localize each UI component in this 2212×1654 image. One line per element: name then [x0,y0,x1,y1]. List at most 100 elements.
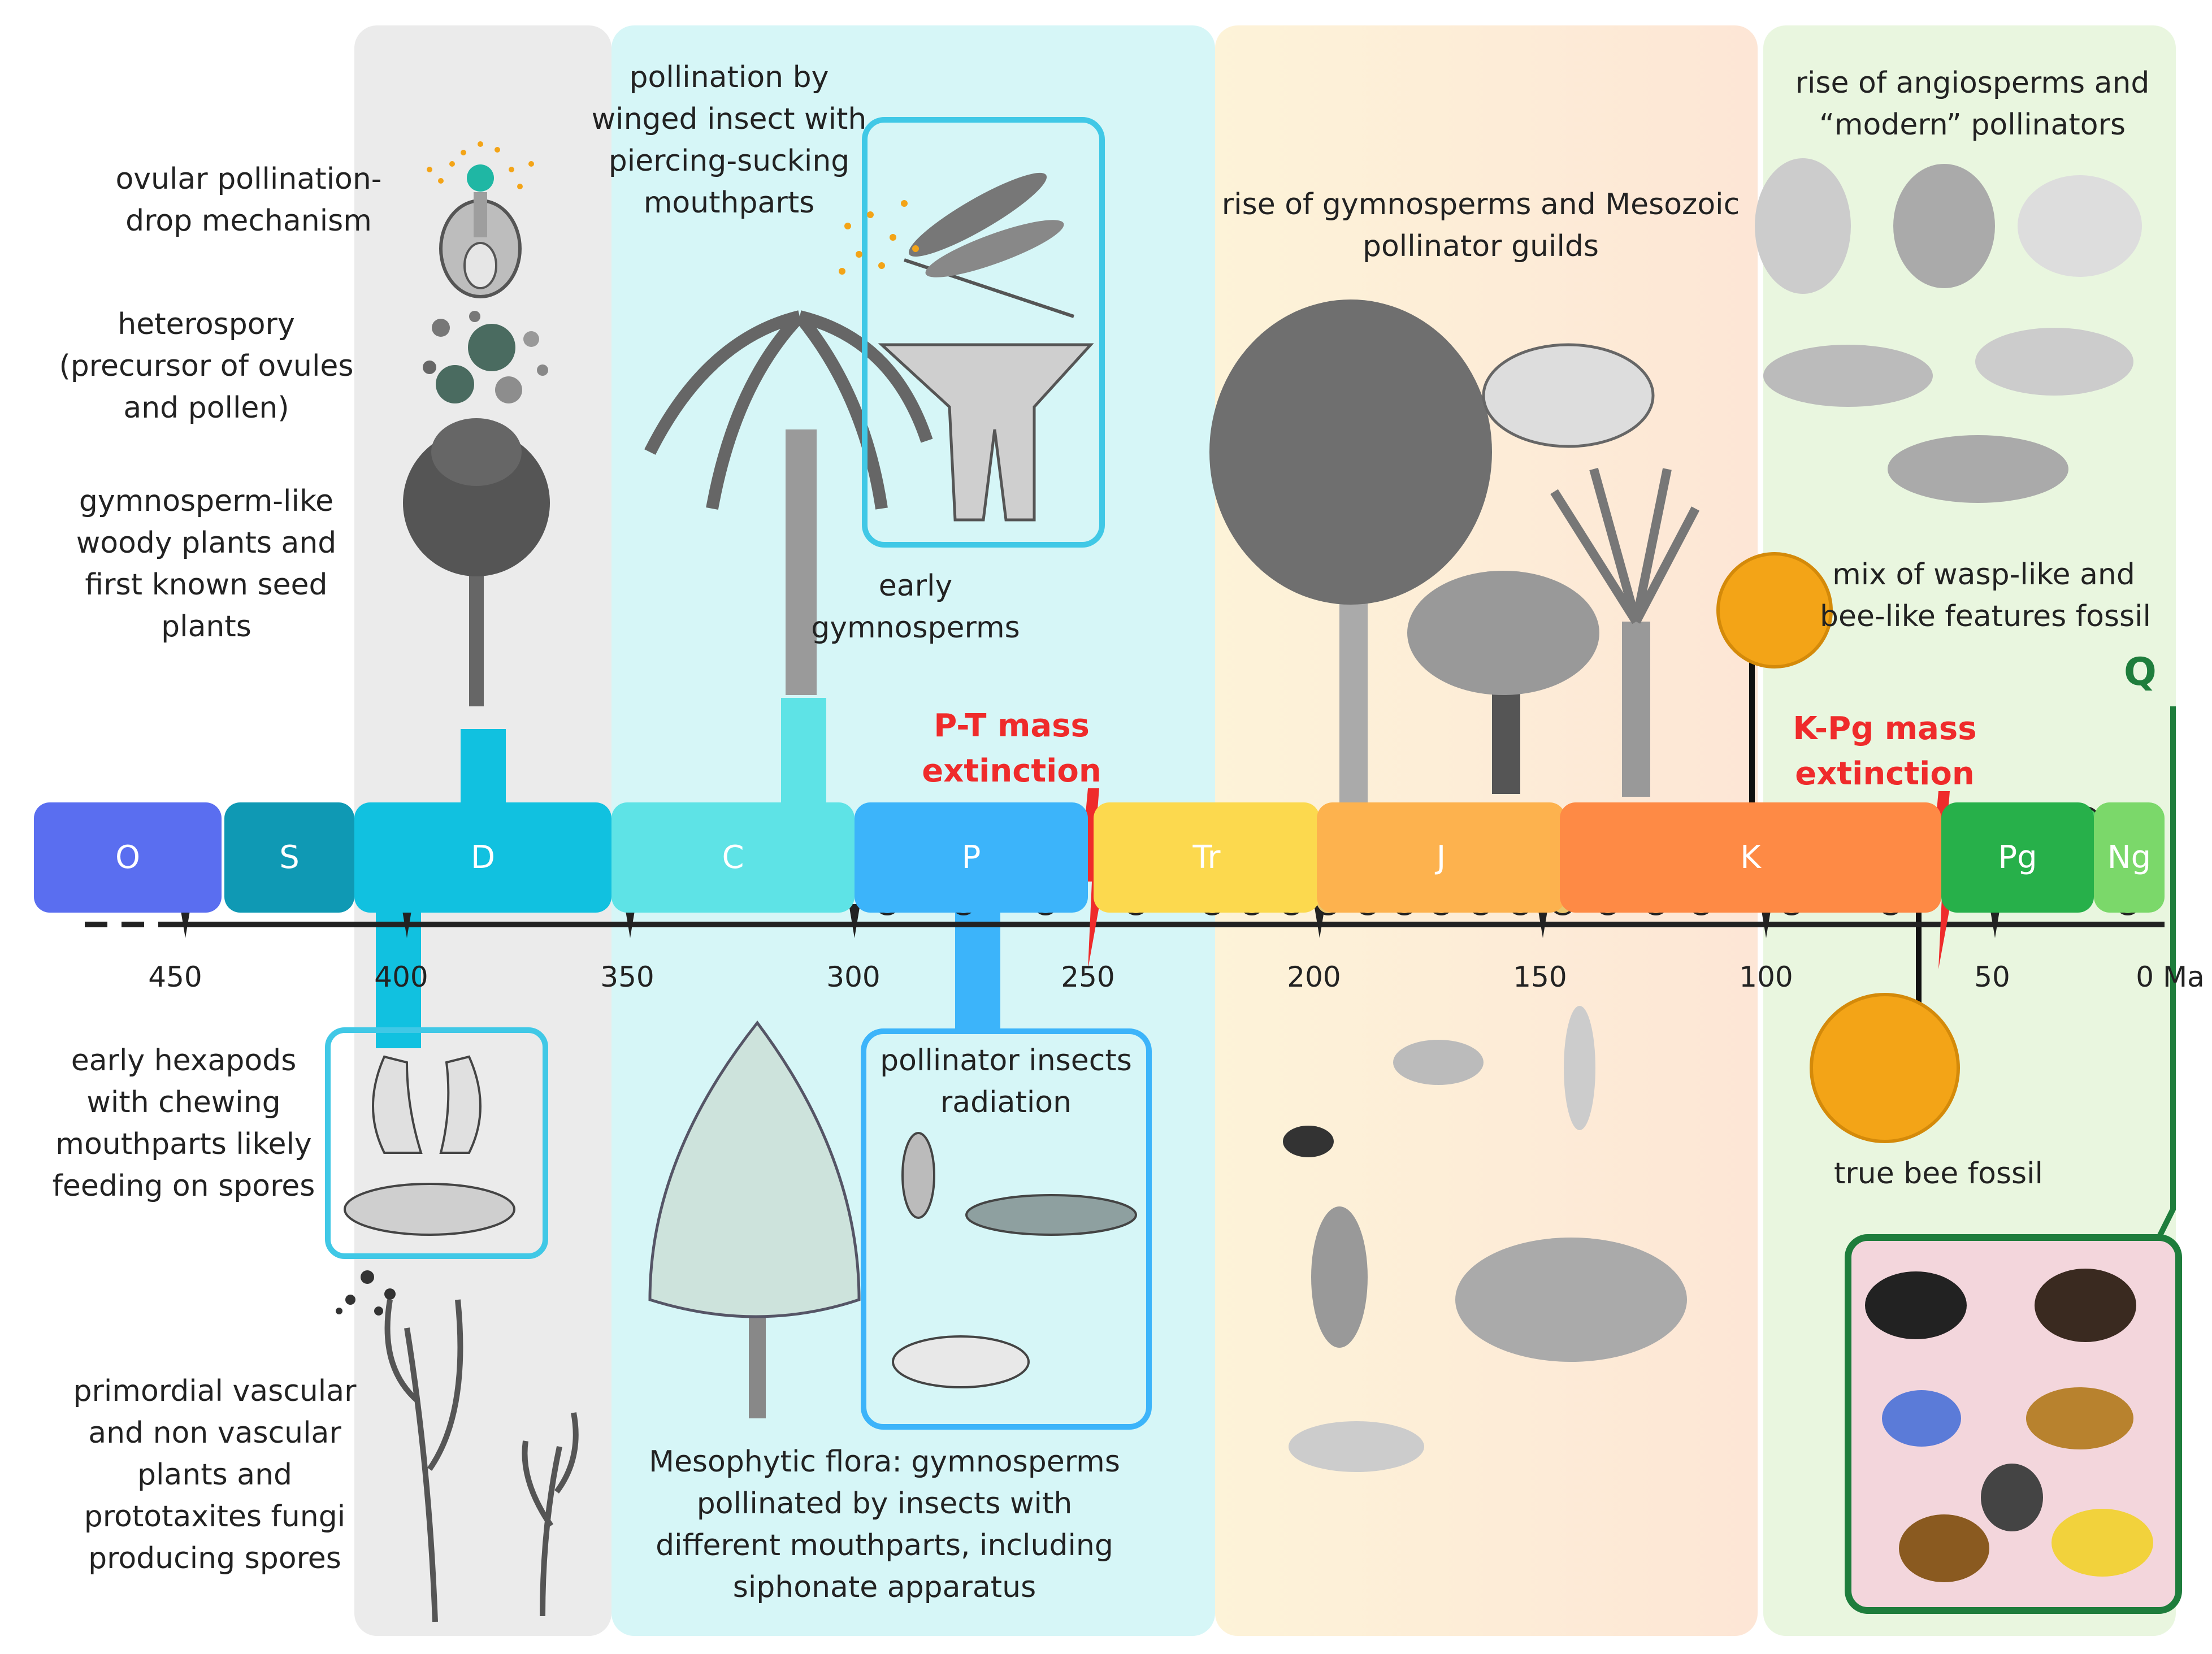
early-hexapod-callout-box [325,1027,548,1259]
mesophytic-line3: different mouthparts, including [656,1529,1113,1562]
angiosperms-line2: “modern” pollinators [1819,108,2126,142]
radiation-line2: radiation [940,1086,1072,1119]
tick-label-300: 300 [826,961,881,993]
true-bee-fossil-text: true bee fossil [1797,1153,2080,1195]
period-devonian: D [354,802,611,913]
dragonfly-illustration [904,172,1074,318]
winged-insect-line1: pollination by [629,60,829,94]
period-permian: P [855,802,1088,913]
pt-extinction-line1: P-T mass [934,707,1090,744]
kpg-extinction-line2: extinction [1795,756,1975,792]
mesozoic-insects-illustration [1283,1006,1687,1472]
tick-label-100: 100 [1739,961,1793,993]
period-carboniferous-label: C [722,839,744,876]
period-triassic: Tr [1094,802,1320,913]
gymnosperm-like-line4: plants [161,610,251,644]
photo-collage-insects [1865,1269,2153,1582]
kpg-extinction-label: K-Pg mass extinction [1786,706,1984,797]
heterospory-spores-icon [423,311,548,403]
pt-extinction-line2: extinction [922,753,1101,789]
early-gymnosperms-line1: early [878,569,953,603]
tick-label-350: 350 [600,961,654,993]
winged-insect-line2: winged insect with [591,102,867,136]
early-gymnosperm-tree-illustration [644,310,933,695]
period-neogene: Ng [2094,802,2165,913]
hexapods-line1: early hexapods [71,1044,297,1078]
hexapod-mouthparts-illustration [372,1055,482,1154]
gymnosperm-like-line3: first known seed [85,568,328,602]
mesophytic-flora-text: Mesophytic flora: gymnosperms pollinated… [627,1441,1142,1608]
period-triassic-label: Tr [1192,839,1221,876]
carboniferous-upper-connector [781,698,826,808]
winged-insect-line4: mouthparts [643,186,815,220]
winged-insect-callout-box [862,117,1105,548]
quaternary-label: Q [2124,650,2157,694]
ovular-pollination-text: ovular pollination- drop mechanism [113,158,384,242]
mesozoic-line2: pollinator guilds [1362,229,1599,263]
ovule-pollination-drop-icon [427,141,534,298]
period-permian-label: P [961,839,981,876]
devonian-upper-connector [461,729,506,808]
period-cretaceous: K [1560,802,1941,913]
period-neogene-label: Ng [2107,839,2152,876]
devonian-lower-connector [376,907,421,1048]
tick-label-50: 50 [1974,961,2010,993]
angiosperm-flowers-illustration [1755,158,2142,294]
winged-insect-pollination-text: pollination by winged insect with pierci… [591,57,868,224]
tick-label-0-ma: 0 Ma [2136,961,2205,993]
angiosperms-text: rise of angiosperms and “modern” pollina… [1775,62,2170,146]
ovular-line2: drop mechanism [125,204,372,238]
gymnosperm-like-line1: gymnosperm-like [79,484,334,518]
early-gymnosperms-text: early gymnosperms [803,565,1029,649]
period-cretaceous-label: K [1740,839,1761,876]
wasp-bee-line1: mix of wasp-like and [1832,558,2135,592]
tick-label-450: 450 [148,961,202,993]
period-paleogene-label: Pg [1998,839,2037,876]
pt-extinction-label: P-T mass extinction [916,704,1108,794]
period-jurassic-label: J [1436,839,1446,876]
mesozoic-guilds-text: rise of gymnosperms and Mesozoic pollina… [1209,184,1752,267]
bennettitales-illustration [1550,467,1700,797]
period-silurian-label: S [279,839,300,876]
spore-dots-icon [336,1270,396,1316]
period-ordovician-label: O [115,839,141,876]
hexapods-line4: feeding on spores [52,1169,315,1203]
early-hexapods-text: early hexapods with chewing mouthparts l… [40,1040,328,1207]
period-ordovician: O [34,802,222,913]
wasp-bee-fossil-text: mix of wasp-like and bee-like features f… [1820,554,2151,637]
modern-pollinators-illustration [1763,328,2133,503]
heterospory-line1: heterospory [118,307,295,341]
tick-markers [180,904,2001,938]
primordial-line2: and non vascular [88,1416,341,1450]
period-silurian: S [224,802,354,913]
winged-insect-line3: piercing-sucking [608,144,850,178]
radiation-insects-illustration [892,1132,1137,1388]
tick-label-250: 250 [1061,961,1115,993]
heterospory-line3: and pollen) [123,391,289,425]
mesophytic-conifer-illustration [648,1020,861,1418]
gymnosperm-like-tree-illustration [403,418,550,706]
primordial-line5: producing spores [88,1542,341,1575]
tick-label-400: 400 [374,961,428,993]
period-jurassic: J [1317,802,1565,913]
sucking-mouthparts-illustration [878,343,1094,522]
primordial-line1: primordial vascular [73,1374,357,1408]
wasp-bee-amber-fossil [1716,552,1833,668]
mesozoic-line1: rise of gymnosperms and Mesozoic [1221,188,1740,222]
kpg-extinction-line1: K-Pg mass [1793,710,1977,747]
cycad-flower-illustration [1482,343,1655,448]
primordial-plants-illustration [384,1299,579,1622]
early-gymnosperms-line2: gymnosperms [811,611,1020,645]
mesophytic-line4: siphonate apparatus [732,1570,1036,1604]
pollen-cloud-icon [839,200,919,275]
mesophytic-line1: Mesophytic flora: gymnosperms [649,1445,1120,1479]
pollinator-radiation-text: pollinator insects radiation [865,1040,1147,1123]
period-devonian-label: D [470,839,496,876]
primordial-line4: prototaxites fungi [84,1500,346,1534]
pollinator-radiation-callout-box [861,1028,1152,1430]
true-bee-amber-fossil [1810,993,1960,1143]
period-carboniferous: C [611,802,855,913]
ovular-line1: ovular pollination- [115,162,382,196]
hexapod-larva-illustration [344,1183,515,1236]
